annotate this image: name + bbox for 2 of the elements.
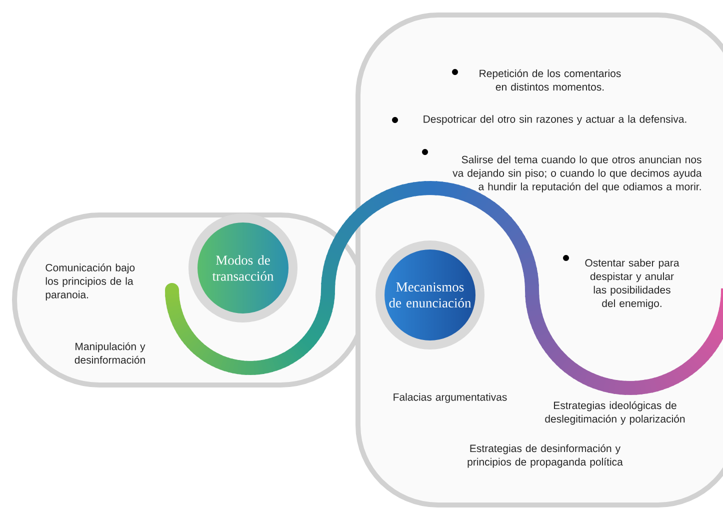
item-text: Manipulación y desinformación [74,342,146,364]
item-text: Comunicación bajo los principios de la paranoia. [46,264,135,300]
